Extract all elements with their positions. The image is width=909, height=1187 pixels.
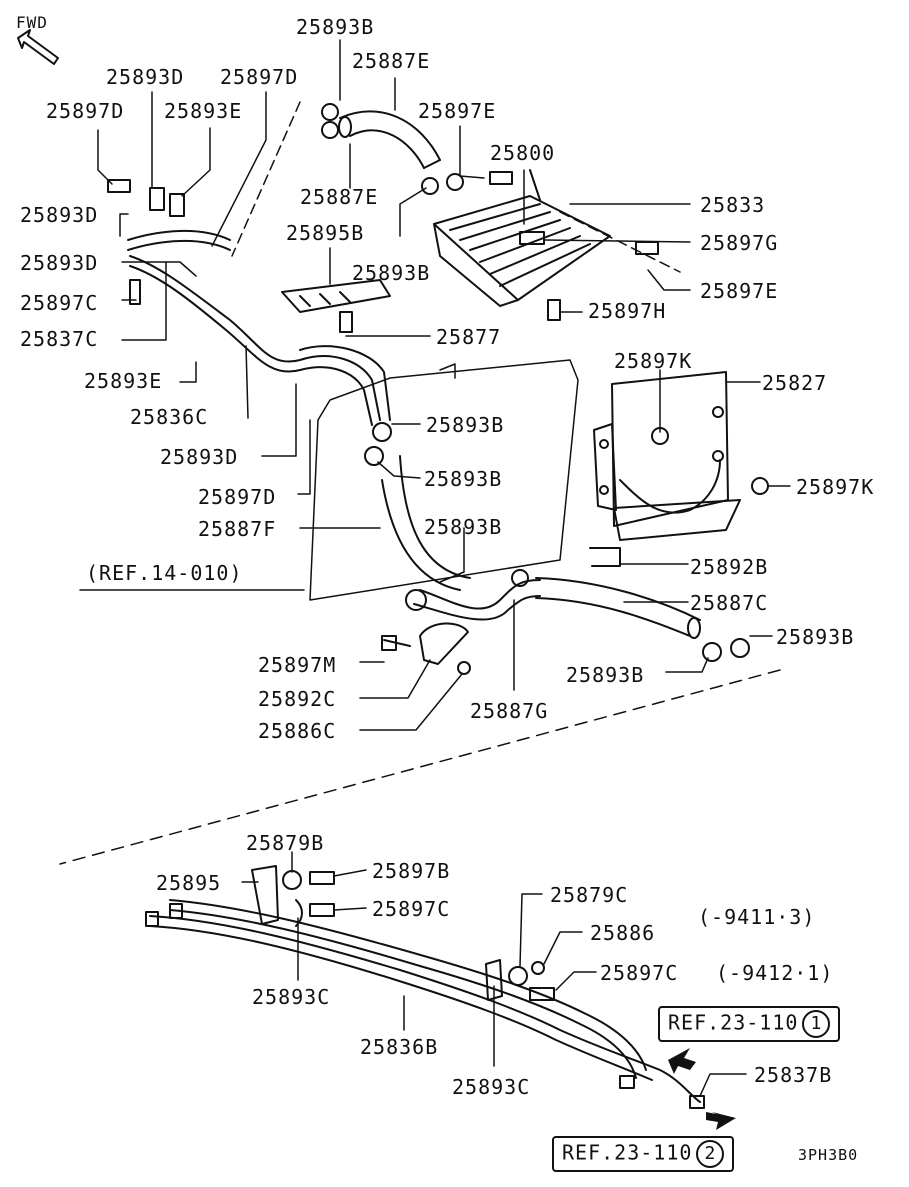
clamp-group-mid <box>364 422 769 662</box>
label-25886C: 25886C <box>258 719 337 743</box>
label-25893D: 25893D <box>20 251 99 275</box>
hose-25887E <box>338 110 441 169</box>
label-25893D: 25893D <box>20 203 99 227</box>
label-25879B: 25879B <box>246 831 325 855</box>
fitting-25877 <box>339 311 353 333</box>
label-25892C: 25892C <box>258 687 337 711</box>
ref-text: REF.23-110 <box>668 1010 799 1035</box>
label-25897H: 25897H <box>588 299 667 323</box>
label-25897D: 25897D <box>220 65 299 89</box>
label-25893D: 25893D <box>160 445 239 469</box>
bracket-25895 <box>251 865 335 927</box>
fwd-label: FWD <box>16 13 48 32</box>
label-25893D: 25893D <box>106 65 185 89</box>
label-25877: 25877 <box>436 325 502 349</box>
leader-lines <box>79 39 791 1097</box>
label-25893E: 25893E <box>164 99 243 123</box>
label-25893B: 25893B <box>424 467 503 491</box>
label-25897K: 25897K <box>796 475 875 499</box>
label-25897C: 25897C <box>20 291 99 315</box>
date-range-2: (-9412·1) <box>716 961 834 985</box>
label-25897G: 25897G <box>700 231 779 255</box>
label-25879C: 25879C <box>550 883 629 907</box>
label-25893B: 25893B <box>776 625 855 649</box>
label-25897E: 25897E <box>700 279 779 303</box>
label-25893E: 25893E <box>84 369 163 393</box>
label-25897K: 25897K <box>614 349 693 373</box>
label-25887C: 25887C <box>690 591 769 615</box>
ref-number-circle: 1 <box>802 1010 831 1038</box>
label-25895: 25895 <box>156 871 222 895</box>
ref-text: REF.23-110 <box>562 1140 693 1165</box>
label-25893B: 25893B <box>352 261 431 285</box>
label-25897C: 25897C <box>600 961 679 985</box>
label-25887E: 25887E <box>300 185 379 209</box>
pipe-25836C <box>127 229 391 426</box>
bracket-25893C-lower <box>485 959 555 1001</box>
fwd-arrow-icon <box>17 29 59 65</box>
clamp-group-top <box>107 103 659 321</box>
label-25893B: 25893B <box>426 413 505 437</box>
label-25897E: 25897E <box>418 99 497 123</box>
label-25886: 25886 <box>590 921 656 945</box>
bracket-25827 <box>593 371 741 541</box>
label-25887E: 25887E <box>352 49 431 73</box>
label-25837B: 25837B <box>754 1063 833 1087</box>
label-25895B: 25895B <box>286 221 365 245</box>
diagram-code: 3PH3B0 <box>798 1146 859 1164</box>
hose-25887C <box>535 577 701 639</box>
label-25892B: 25892B <box>690 555 769 579</box>
label-25897C: 25897C <box>372 897 451 921</box>
label-25836B: 25836B <box>360 1035 439 1059</box>
label-25837C: 25837C <box>20 327 99 351</box>
label-25887F: 25887F <box>198 517 277 541</box>
label-25893C: 25893C <box>252 985 331 1009</box>
label-25836C: 25836C <box>130 405 209 429</box>
label-25897D: 25897D <box>46 99 125 123</box>
bracket-25895B <box>281 279 391 313</box>
label-25897M: 25897M <box>258 653 337 677</box>
ref-arrows <box>668 1048 736 1130</box>
label-25827: 25827 <box>762 371 828 395</box>
tank-outline <box>309 359 579 601</box>
label-25893B: 25893B <box>424 515 503 539</box>
bracket-25892C <box>381 622 471 675</box>
label-25893C: 25893C <box>452 1075 531 1099</box>
hose-25887F <box>381 455 471 591</box>
label-25893B: 25893B <box>566 663 645 687</box>
label-25833: 25833 <box>700 193 766 217</box>
date-range-1: (-9411·3) <box>698 905 816 929</box>
label-25893B: 25893B <box>296 15 375 39</box>
ref-14-010[interactable]: (REF.14-010) <box>86 561 243 585</box>
ref-number-circle: 2 <box>696 1140 725 1168</box>
label-25897B: 25897B <box>372 859 451 883</box>
label-25897D: 25897D <box>198 485 277 509</box>
label-25800: 25800 <box>490 141 556 165</box>
hose-25887G <box>413 579 541 621</box>
oil-cooler-25800 <box>433 169 611 307</box>
label-25887G: 25887G <box>470 699 549 723</box>
